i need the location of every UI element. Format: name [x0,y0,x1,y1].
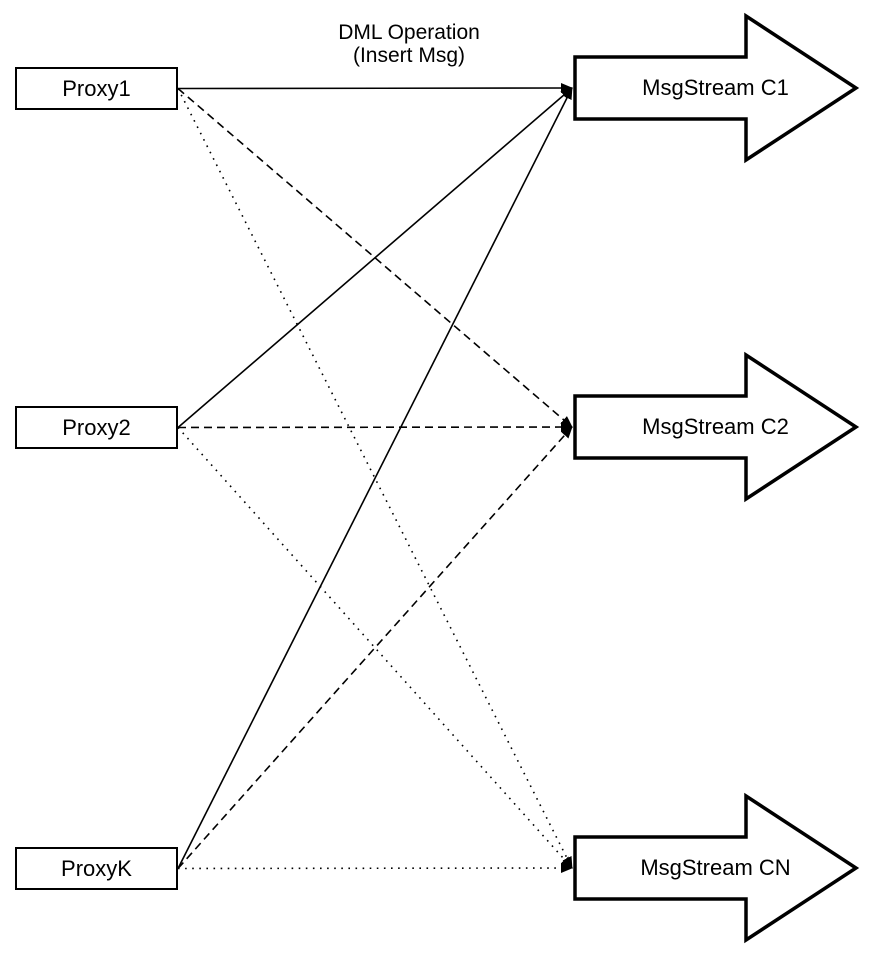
edge-proxy2-c2-dashed [177,422,573,433]
edge-proxy2-cn-dotted [177,426,573,869]
proxy2-box: Proxy2 [15,406,178,449]
connector-lines [177,83,573,874]
msgstream-c1-label: MsgStream C1 [642,75,789,100]
edge-proxyk-c2-dashed [177,426,573,870]
msgstream-cn-arrow-shape [573,792,860,944]
proxy1-label: Proxy1 [62,75,131,101]
proxy1-box: Proxy1 [15,67,178,110]
edge-proxy1-c2-dashed [177,87,573,428]
edge-proxyk-cn-dotted [177,863,573,874]
msgstream-cn-label: MsgStream CN [640,855,791,880]
proxyk-label: ProxyK [61,855,132,881]
edge-proxy2-c1-solid [177,87,573,429]
edge-proxy1-c1-solid [177,83,573,94]
msgstream-c2-label: MsgStream C2 [642,414,789,439]
edge-proxyk-c1-solid [177,87,573,869]
dml-operation-label-line1: DML Operation [338,21,480,44]
msgstream-c1-arrow-shape [573,12,860,164]
dml-operation-label: DML Operation (Insert Msg) [309,21,509,67]
dml-operation-label-line2: (Insert Msg) [352,44,465,67]
msgstream-c2-arrow-shape [573,351,860,503]
proxy2-label: Proxy2 [62,414,131,440]
proxyk-box: ProxyK [15,847,178,890]
